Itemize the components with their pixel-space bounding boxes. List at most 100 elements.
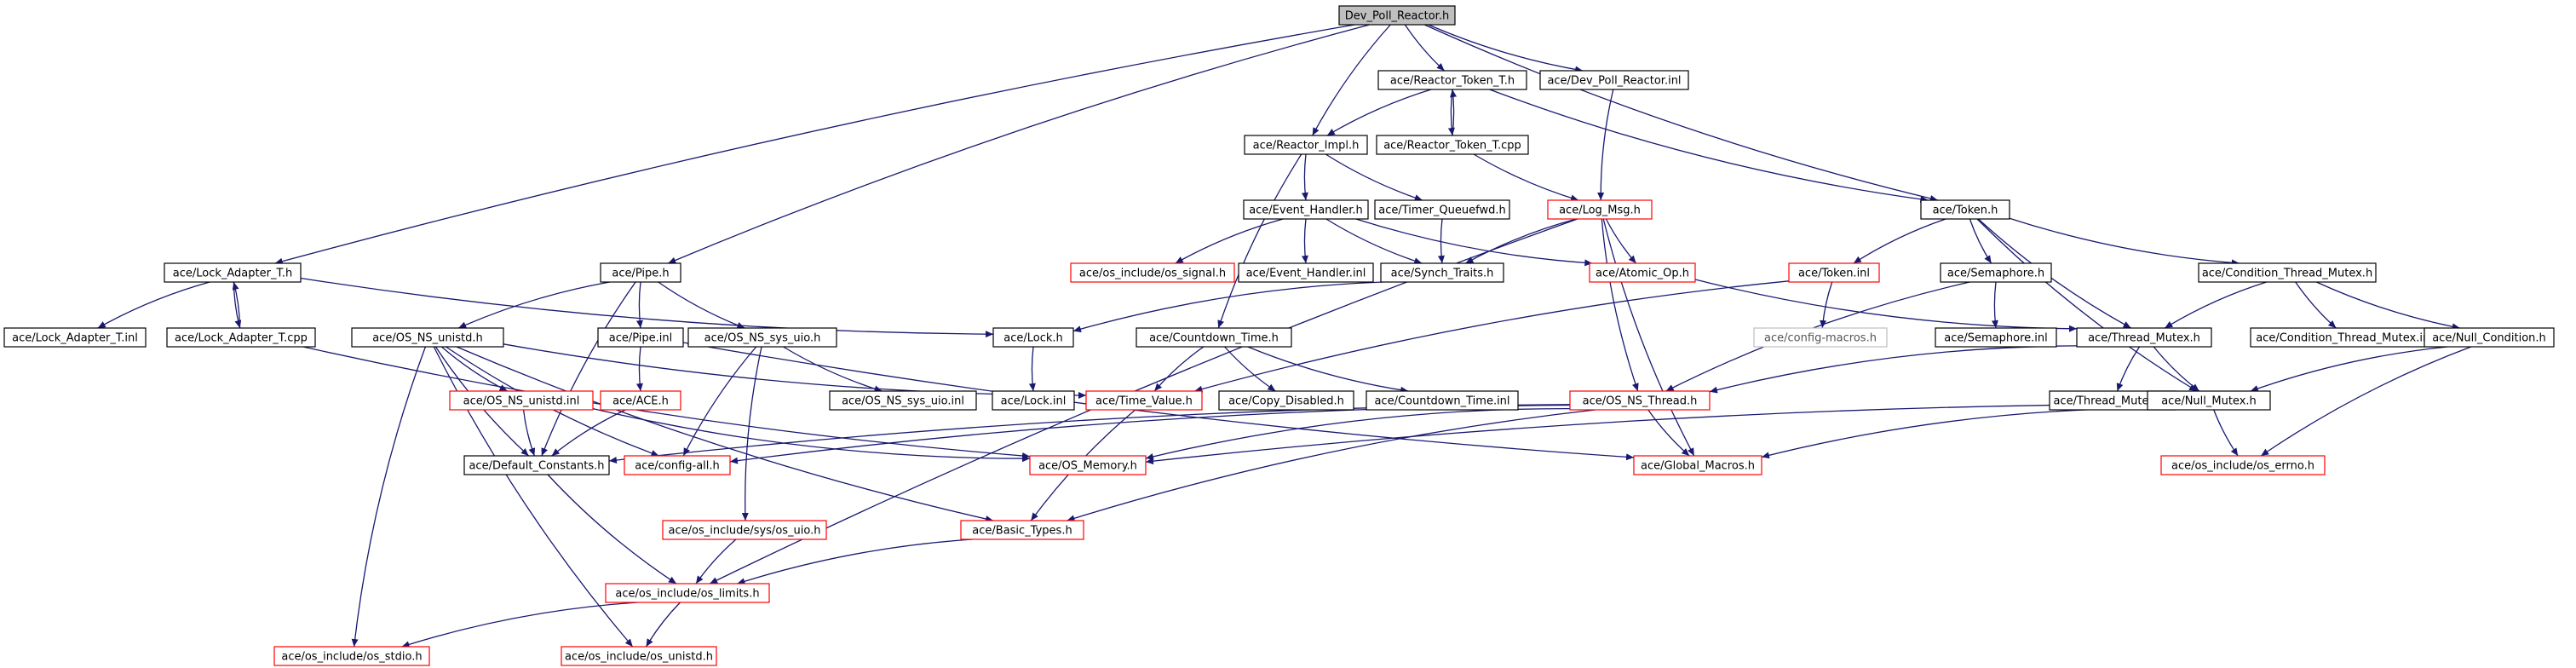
edge-rtokt_h-to-rtokt_cpp <box>1447 89 1455 136</box>
node-osthread[interactable]: ace/OS_NS_Thread.h <box>1569 390 1711 411</box>
node-oslimits[interactable]: ace/os_include/os_limits.h <box>605 583 770 603</box>
node-label: ace/OS_Memory.h <box>1038 460 1137 473</box>
edge-logmsg-to-synch <box>1465 218 1577 264</box>
node-rtokt_h[interactable]: ace/Reactor_Token_T.h <box>1377 70 1527 90</box>
node-label: ace/os_include/sys/os_uio.h <box>669 525 821 538</box>
node-tmx_h[interactable]: ace/Thread_Mutex.h <box>2076 327 2212 348</box>
edge-osthread-to-osmem <box>1145 407 1571 460</box>
node-lad_inl[interactable]: ace/Lock_Adapter_T.inl <box>3 327 147 348</box>
edge-root-to-token_h <box>1423 24 1938 202</box>
node-root[interactable]: Dev_Poll_Reactor.h <box>1338 5 1456 26</box>
node-box <box>992 327 1074 348</box>
node-globmac[interactable]: ace/Global_Macros.h <box>1633 455 1762 475</box>
node-ossysuio[interactable]: ace/os_include/sys/os_uio.h <box>662 520 827 540</box>
node-box <box>1935 327 2057 348</box>
node-pipe_inl[interactable]: ace/Pipe.inl <box>597 327 684 348</box>
node-tmx_inl[interactable]: ace/Thread_Mutex.inl <box>2049 390 2176 411</box>
edge-token_h-to-ctm_h <box>2009 217 2240 267</box>
node-box <box>600 390 681 411</box>
node-defconst[interactable]: ace/Default_Constants.h <box>463 455 610 475</box>
node-os_signal[interactable]: ace/os_include/os_signal.h <box>1070 262 1235 283</box>
node-ctm_h[interactable]: ace/Condition_Thread_Mutex.h <box>2198 262 2377 283</box>
node-pipe_h[interactable]: ace/Pipe.h <box>600 262 681 283</box>
node-sysuio_h[interactable]: ace/OS_NS_sys_uio.h <box>687 327 837 348</box>
node-sysuio_inl[interactable]: ace/OS_NS_sys_uio.inl <box>829 390 977 411</box>
node-sem_inl[interactable]: ace/Semaphore.inl <box>1935 327 2057 348</box>
node-tqfwd[interactable]: ace/Timer_Queuefwd.h <box>1374 199 1510 220</box>
node-oserrno[interactable]: ace/os_include/os_errno.h <box>2160 455 2326 475</box>
node-evh[interactable]: ace/Event_Handler.h <box>1243 199 1369 220</box>
node-copydis[interactable]: ace/Copy_Disabled.h <box>1218 390 1354 411</box>
node-osmem[interactable]: ace/OS_Memory.h <box>1029 455 1147 475</box>
node-unistd_inl[interactable]: ace/OS_NS_unistd.inl <box>449 390 594 411</box>
node-label: ace/Dev_Poll_Reactor.inl <box>1547 75 1681 88</box>
node-nullcond[interactable]: ace/Null_Condition.h <box>2424 327 2555 348</box>
edge-ossysuio-to-oslimits <box>695 538 737 584</box>
node-lad_cpp[interactable]: ace/Lock_Adapter_T.cpp <box>166 327 316 348</box>
node-label: ace/os_include/os_signal.h <box>1079 268 1226 280</box>
node-basictypes[interactable]: ace/Basic_Types.h <box>960 520 1084 540</box>
node-label: ace/Reactor_Token_T.h <box>1390 75 1515 88</box>
node-label: ace/config-macros.h <box>1764 332 1877 345</box>
node-osunistd[interactable]: ace/os_include/os_unistd.h <box>561 646 717 666</box>
edge-nullcond-to-oserrno <box>2260 346 2472 457</box>
edge-unistd_h-to-osstdio <box>351 346 427 648</box>
node-synch[interactable]: ace/Synch_Traits.h <box>1380 262 1504 283</box>
node-cdt_h[interactable]: ace/Countdown_Time.h <box>1136 327 1292 348</box>
node-atomic[interactable]: ace/Atomic_Op.h <box>1589 262 1696 283</box>
node-box <box>1376 135 1529 155</box>
node-token_h[interactable]: ace/Token.h <box>1920 199 2010 220</box>
node-dpr_inl[interactable]: ace/Dev_Poll_Reactor.inl <box>1539 70 1689 90</box>
node-label: ace/OS_NS_unistd.inl <box>463 395 580 408</box>
node-label: ace/Countdown_Time.inl <box>1374 395 1509 408</box>
node-label: Dev_Poll_Reactor.h <box>1345 10 1449 23</box>
node-label: ace/Token.inl <box>1798 268 1870 280</box>
edge-sysuio_h-to-sysuio_inl <box>783 346 883 393</box>
edge-sysuio_h-to-cfgall <box>682 346 757 457</box>
node-label: ace/Semaphore.inl <box>1944 332 2047 345</box>
node-box <box>829 390 977 411</box>
node-sem_h[interactable]: ace/Semaphore.h <box>1940 262 2052 283</box>
edge-root-to-dpr_inl <box>1428 24 1584 73</box>
edge-osthread-to-globmac <box>1647 409 1690 457</box>
node-box <box>1085 390 1203 411</box>
node-timeval[interactable]: ace/Time_Value.h <box>1085 390 1203 411</box>
node-ace_h[interactable]: ace/ACE.h <box>600 390 681 411</box>
node-logmsg[interactable]: ace/Log_Msg.h <box>1547 199 1653 220</box>
node-box <box>351 327 504 348</box>
node-rtokt_cpp[interactable]: ace/Reactor_Token_T.cpp <box>1376 135 1529 155</box>
node-nullmx[interactable]: ace/Null_Mutex.h <box>2147 390 2271 411</box>
edge-lad_h-to-lad_inl <box>97 281 210 329</box>
node-cdt_inl[interactable]: ace/Countdown_Time.inl <box>1366 390 1519 411</box>
edge-unistd_inl-to-defconst <box>522 409 536 457</box>
node-unistd_h[interactable]: ace/OS_NS_unistd.h <box>351 327 504 348</box>
node-label: ace/Event_Handler.inl <box>1246 268 1366 280</box>
edge-osthread-to-cfgall <box>729 404 1571 464</box>
edge-pipe_inl-to-ace_h <box>635 346 643 392</box>
node-lad_h[interactable]: ace/Lock_Adapter_T.h <box>164 262 302 283</box>
node-box <box>687 327 837 348</box>
edge-nullmx-to-oserrno <box>2213 409 2239 457</box>
node-label: ace/Lock_Adapter_T.inl <box>12 332 138 345</box>
node-ctm_inl[interactable]: ace/Condition_Thread_Mutex.inl <box>2250 327 2439 348</box>
node-token_inl[interactable]: ace/Token.inl <box>1788 262 1880 283</box>
edge-sem_h-to-osthread <box>1665 281 1970 392</box>
edge-pipe_h-to-defconst <box>541 281 636 457</box>
node-lock_inl[interactable]: ace/Lock.inl <box>992 390 1075 411</box>
edge-nullmx-to-globmac <box>1761 407 2148 459</box>
node-label: ace/OS_NS_unistd.h <box>372 332 483 345</box>
node-label: ace/Pipe.inl <box>609 332 673 345</box>
node-cfgmacros[interactable]: ace/config-macros.h <box>1753 327 1888 348</box>
edge-evh-to-synch <box>1325 218 1423 265</box>
node-lock_h[interactable]: ace/Lock.h <box>992 327 1074 348</box>
node-label: ace/Condition_Thread_Mutex.inl <box>2256 332 2433 345</box>
node-evh_inl[interactable]: ace/Event_Handler.inl <box>1238 262 1374 283</box>
node-label: ace/config-all.h <box>635 460 720 473</box>
node-rimpl[interactable]: ace/Reactor_Impl.h <box>1244 135 1368 155</box>
node-label: ace/Lock_Adapter_T.cpp <box>175 332 308 345</box>
node-box <box>1070 262 1235 283</box>
node-label: ace/Semaphore.h <box>1947 268 2044 280</box>
node-cfgall[interactable]: ace/config-all.h <box>624 455 731 475</box>
node-box <box>1788 262 1880 283</box>
node-osstdio[interactable]: ace/os_include/os_stdio.h <box>273 646 430 666</box>
